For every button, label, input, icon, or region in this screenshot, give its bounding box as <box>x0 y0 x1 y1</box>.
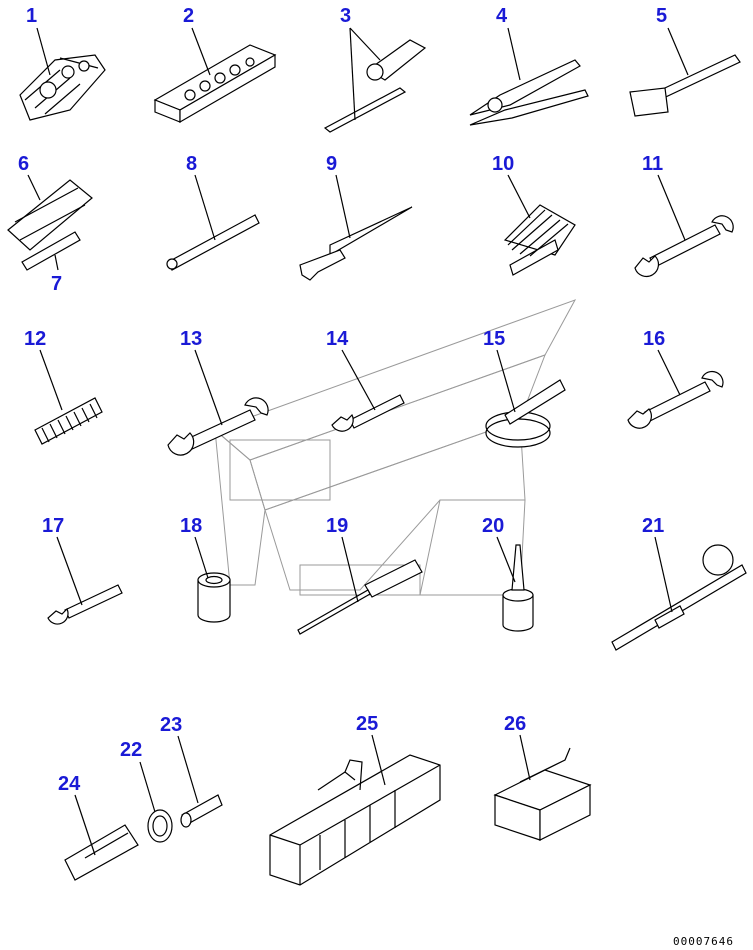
part-9-scraper <box>299 206 413 281</box>
callout-12: 12 <box>24 328 46 350</box>
part-17-wrench <box>47 584 123 625</box>
part-1-wrench-set <box>19 54 106 121</box>
callout-21: 21 <box>642 515 664 537</box>
document-number: 00007646 <box>673 935 734 948</box>
part-2-socket-box <box>153 44 277 124</box>
callout-22: 22 <box>120 739 142 761</box>
callout-4: 4 <box>496 5 508 27</box>
callout-1: 1 <box>26 5 37 27</box>
part-3-screwdriver <box>323 39 427 133</box>
callout-13: 13 <box>180 328 202 350</box>
callout-5: 5 <box>656 5 667 27</box>
part-5-hammer <box>629 54 741 117</box>
callout-25: 25 <box>356 713 378 735</box>
part-6-case <box>7 179 93 251</box>
part-26-box <box>493 747 592 841</box>
part-7-bar <box>21 231 81 271</box>
leader-lines <box>27 27 689 856</box>
callout-17: 17 <box>42 515 64 537</box>
part-16-spanner <box>627 370 724 429</box>
callout-9: 9 <box>326 153 337 175</box>
part-12-spring <box>34 397 103 445</box>
part-11-spanner <box>634 215 734 277</box>
part-18-socket <box>197 572 231 623</box>
callout-24: 24 <box>58 773 81 795</box>
callout-3: 3 <box>340 5 351 27</box>
part-19-screwdriver <box>297 559 423 635</box>
part-23-plug <box>180 794 223 828</box>
callout-18: 18 <box>180 515 202 537</box>
callout-19: 19 <box>326 515 348 537</box>
callout-11: 11 <box>642 153 663 175</box>
callout-2: 2 <box>183 5 194 27</box>
callout-26: 26 <box>504 713 526 735</box>
callout-6: 6 <box>18 153 29 175</box>
callout-14: 14 <box>326 328 349 350</box>
callout-10: 10 <box>492 153 514 175</box>
callout-23: 23 <box>160 714 182 736</box>
part-20-oiler <box>502 544 534 632</box>
callout-7: 7 <box>51 273 62 295</box>
callouts: 1 2 3 4 5 6 7 8 9 10 11 12 13 14 15 16 1… <box>18 5 667 795</box>
part-14-spanner <box>331 394 405 432</box>
part-21-grease-pump <box>611 544 747 651</box>
part-22-ring <box>147 809 173 843</box>
part-13-spanner <box>167 397 269 456</box>
callout-15: 15 <box>483 328 505 350</box>
callout-16: 16 <box>643 328 665 350</box>
callout-20: 20 <box>482 515 504 537</box>
part-25-tool-bag <box>269 754 441 886</box>
part-10-feeler-gauge <box>503 204 576 276</box>
part-15-band-wrench <box>485 379 566 448</box>
callout-8: 8 <box>186 153 197 175</box>
part-24-pipe <box>64 824 139 881</box>
part-4-pliers <box>469 59 589 126</box>
part-8-extension <box>166 214 260 271</box>
